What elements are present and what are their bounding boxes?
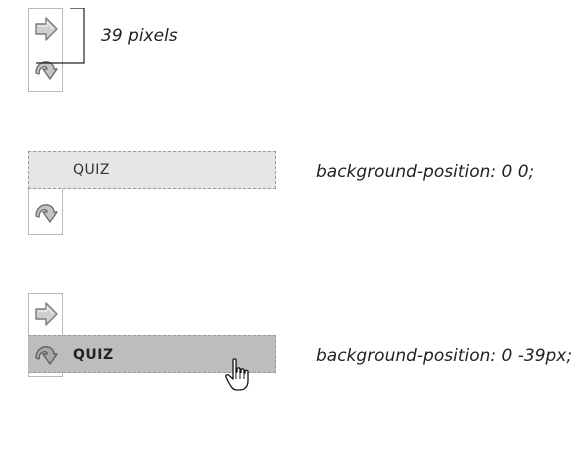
hand-pointer-icon: [225, 358, 249, 391]
sprite-strip: [28, 8, 63, 92]
quiz-button-label: QUIZ: [73, 347, 114, 363]
sprite-cell-top: [29, 294, 62, 335]
sprite-cell-bottom: [29, 336, 62, 377]
arrow-right-icon: [35, 302, 58, 326]
sprite-strip: [28, 293, 63, 377]
arrow-curve-down-icon: [35, 204, 58, 223]
sprite-cell-bottom: [29, 194, 62, 235]
normal-state-caption: background-position: 0 0;: [316, 162, 535, 182]
quiz-button-label: QUIZ: [73, 162, 110, 178]
arrow-curve-down-icon: [35, 346, 58, 365]
hover-state-caption: background-position: 0 -39px;: [316, 346, 573, 366]
measurement-bracket: [36, 8, 85, 64]
arrow-curve-down-icon: [35, 61, 58, 80]
sprite-cell-top: [29, 9, 62, 50]
sprite-cell-bottom: [29, 51, 62, 92]
measurement-label: 39 pixels: [101, 26, 178, 46]
quiz-button-normal[interactable]: QUIZ: [28, 151, 276, 189]
arrow-right-icon: [35, 17, 58, 41]
